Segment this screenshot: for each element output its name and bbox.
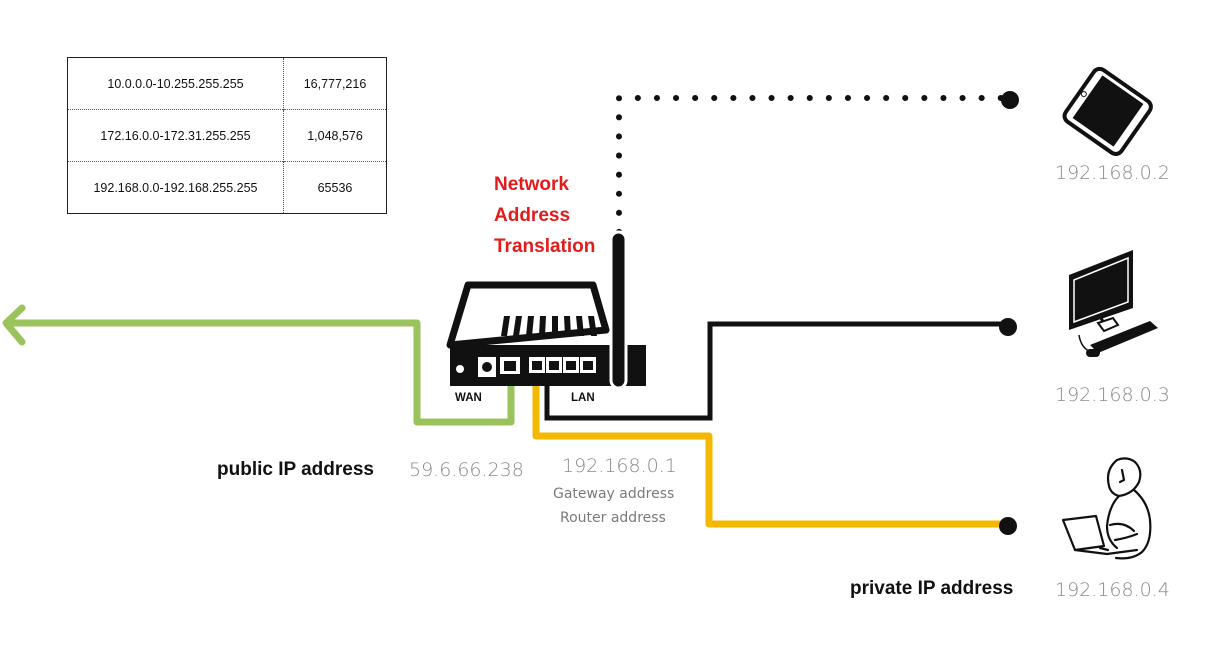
phone-ip-value: 192.168.0.2	[1055, 162, 1170, 184]
lan-port-label: LAN	[571, 392, 595, 404]
gateway-address-label: Gateway address	[553, 486, 675, 502]
router-address-label: Router address	[560, 510, 666, 526]
count-cell: 1,048,576	[283, 109, 387, 162]
public-ip-label: public IP address	[217, 459, 374, 480]
router-icon	[446, 230, 646, 390]
wan-connection-line	[2, 304, 515, 426]
range-cell: 10.0.0.0-10.255.255.255	[67, 57, 284, 110]
range-cell: 192.168.0.0-192.168.255.255	[67, 161, 284, 214]
nat-label-line-3: Translation	[494, 236, 596, 257]
public-ip-value: 59.6.66.238	[409, 459, 524, 481]
desktop-connection-line	[544, 318, 1017, 421]
private-ip-range-table: 10.0.0.0-10.255.255.255 16,777,216 172.1…	[67, 57, 387, 214]
desktop-computer-icon	[1069, 250, 1158, 357]
person-laptop-icon	[1061, 457, 1152, 560]
private-ip-label: private IP address	[850, 578, 1014, 599]
desktop-ip-value: 192.168.0.3	[1055, 384, 1170, 406]
gateway-ip-value: 192.168.0.1	[562, 455, 677, 477]
table-row: 10.0.0.0-10.255.255.255 16,777,216	[67, 57, 387, 110]
table-row: 192.168.0.0-192.168.255.255 65536	[67, 161, 387, 214]
nat-label-line-1: Network	[494, 174, 569, 195]
table-row: 172.16.0.0-172.31.255.255 1,048,576	[67, 109, 387, 162]
wireless-connection-line	[616, 91, 1019, 235]
count-cell: 16,777,216	[303, 76, 367, 91]
laptop-ip-value: 192.168.0.4	[1055, 579, 1170, 601]
wan-port-label: WAN	[455, 392, 482, 404]
nat-label-line-2: Address	[494, 205, 571, 226]
count-cell: 65536	[283, 161, 387, 214]
range-cell: 172.16.0.0-172.31.255.255	[67, 109, 284, 162]
smartphone-icon	[1062, 66, 1153, 156]
